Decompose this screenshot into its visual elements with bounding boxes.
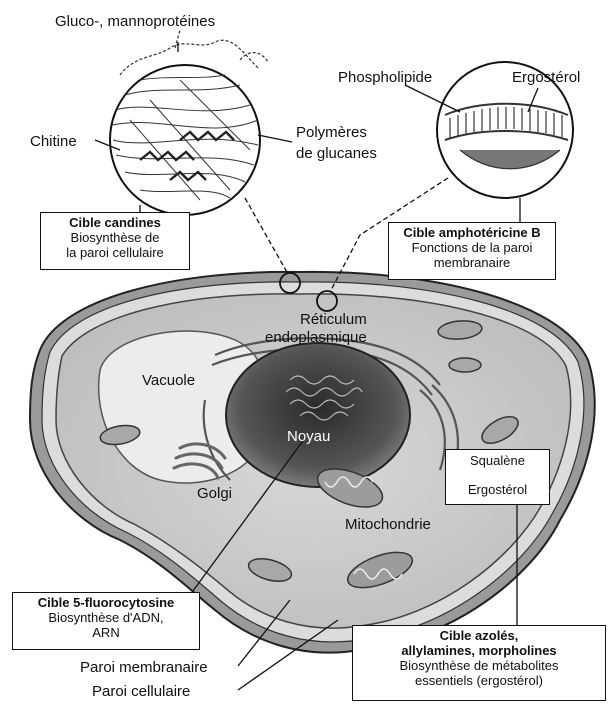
label-reticulum-2: endoplasmique [265,329,367,346]
label-vacuole: Vacuole [142,372,195,389]
target-azoles-title2: allylamines, morpholines [357,643,601,658]
squalene-arrow-spacer [450,469,545,481]
target-candines-box: Cible candines Biosynthèse de la paroi c… [40,212,190,270]
target-amphotericine-line2: membranaire [393,255,551,270]
label-paroi-membranaire: Paroi membranaire [80,659,208,676]
target-candines-line1: Biosynthèse de [45,230,185,245]
target-amphotericine-box: Cible amphotéricine B Fonctions de la pa… [388,222,556,280]
target-azoles-title1: Cible azolés, [357,628,601,643]
target-candines-title: Cible candines [45,215,185,230]
squalene-text: Squalène [450,452,545,469]
label-ergosterol-top: Ergostérol [512,69,580,86]
label-paroi-cellulaire: Paroi cellulaire [92,683,190,700]
target-candines-line2: la paroi cellulaire [45,245,185,260]
target-fluorocytosine-line2: ARN [17,625,195,640]
target-fluorocytosine-line1: Biosynthèse d'ADN, [17,610,195,625]
label-mitochondrie: Mitochondrie [345,516,431,533]
target-amphotericine-line1: Fonctions de la paroi [393,240,551,255]
label-polymeres: Polymères [296,124,367,141]
label-reticulum-1: Réticulum [300,311,367,328]
label-gluco: Gluco-, mannoprotéines [55,13,215,30]
label-glucanes: de glucanes [296,145,377,162]
target-azoles-line2: essentiels (ergostérol) [357,673,601,688]
target-fluorocytosine-title: Cible 5-fluorocytosine [17,595,195,610]
label-noyau: Noyau [287,428,330,445]
nucleus-shape [226,343,410,487]
label-phospholipide: Phospholipide [338,69,432,86]
target-azoles-line1: Biosynthèse de métabolites [357,658,601,673]
ergosterol-box-text: Ergostérol [450,481,545,498]
target-amphotericine-title: Cible amphotéricine B [393,225,551,240]
label-chitine: Chitine [30,133,77,150]
squalene-box: Squalène Ergostérol [445,449,550,505]
target-azoles-box: Cible azolés, allylamines, morpholines B… [352,625,606,701]
label-golgi: Golgi [197,485,232,502]
target-fluorocytosine-box: Cible 5-fluorocytosine Biosynthèse d'ADN… [12,592,200,650]
